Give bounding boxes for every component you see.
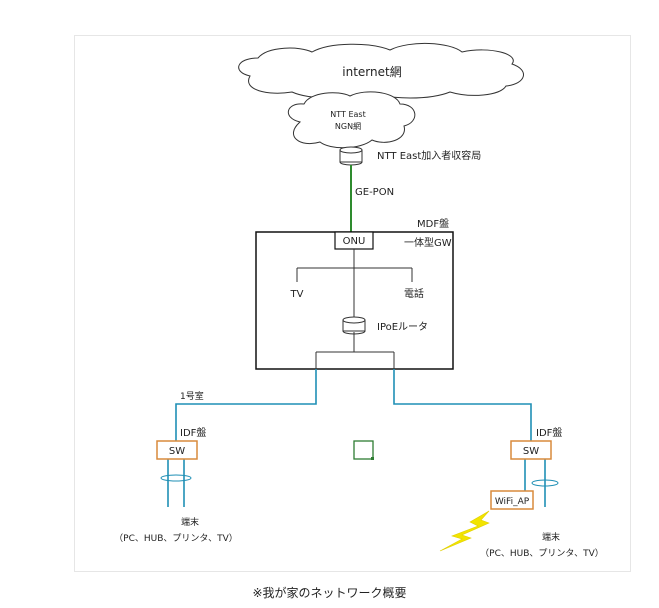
mdf-label: MDF盤 [417,217,449,230]
tv-label: TV [290,289,304,300]
ge-pon-label: GE-PON [355,187,394,198]
cable-bundle-left-icon [160,474,192,482]
terminal-right-label-1: 端末 [542,531,560,543]
terminal-right-label-2: （PC、HUB、プリンタ、TV） [480,548,604,559]
ngn-cloud-label-1: NTT East [330,110,365,119]
idf-right-label: IDF盤 [536,426,562,439]
internal-wiring [296,249,413,369]
figure-caption: ※我が家のネットワーク概要 [252,586,407,600]
switch-right-label: SW [523,446,539,457]
internet-cloud: internet網 [238,42,524,99]
switch-right [510,440,552,460]
ipoe-router-icon [342,316,366,335]
idf-left-label: IDF盤 [180,426,206,439]
internet-cloud-label: internet網 [342,65,401,79]
phone-label: 電話 [404,287,424,300]
wireless-lightning-icon [439,510,490,552]
ngn-cloud: NTT East NGN網 [288,91,416,149]
room-label: 1号室 [180,390,204,402]
terminal-left-label-1: 端末 [181,516,199,528]
cable-bundle-right-icon [531,479,559,487]
onu-label: ONU [343,236,366,247]
diagram-frame [74,35,631,572]
terminal-left-label-2: （PC、HUB、プリンタ、TV） [114,533,238,544]
switch-left-label: SW [169,446,185,457]
wifi-ap-box [490,490,534,510]
ipoe-router-label: IPoEルータ [377,321,428,333]
gw-label: 一体型GW [404,236,452,249]
switch-left [156,440,198,460]
exchange-label: NTT East加入者収容局 [377,149,481,162]
lan-cables [167,369,546,507]
ngn-cloud-label-2: NGN網 [335,121,361,131]
marker-square-icon [353,440,374,460]
exchange-router-icon [339,146,363,166]
wifi-ap-label: WiFi_AP [495,497,530,507]
